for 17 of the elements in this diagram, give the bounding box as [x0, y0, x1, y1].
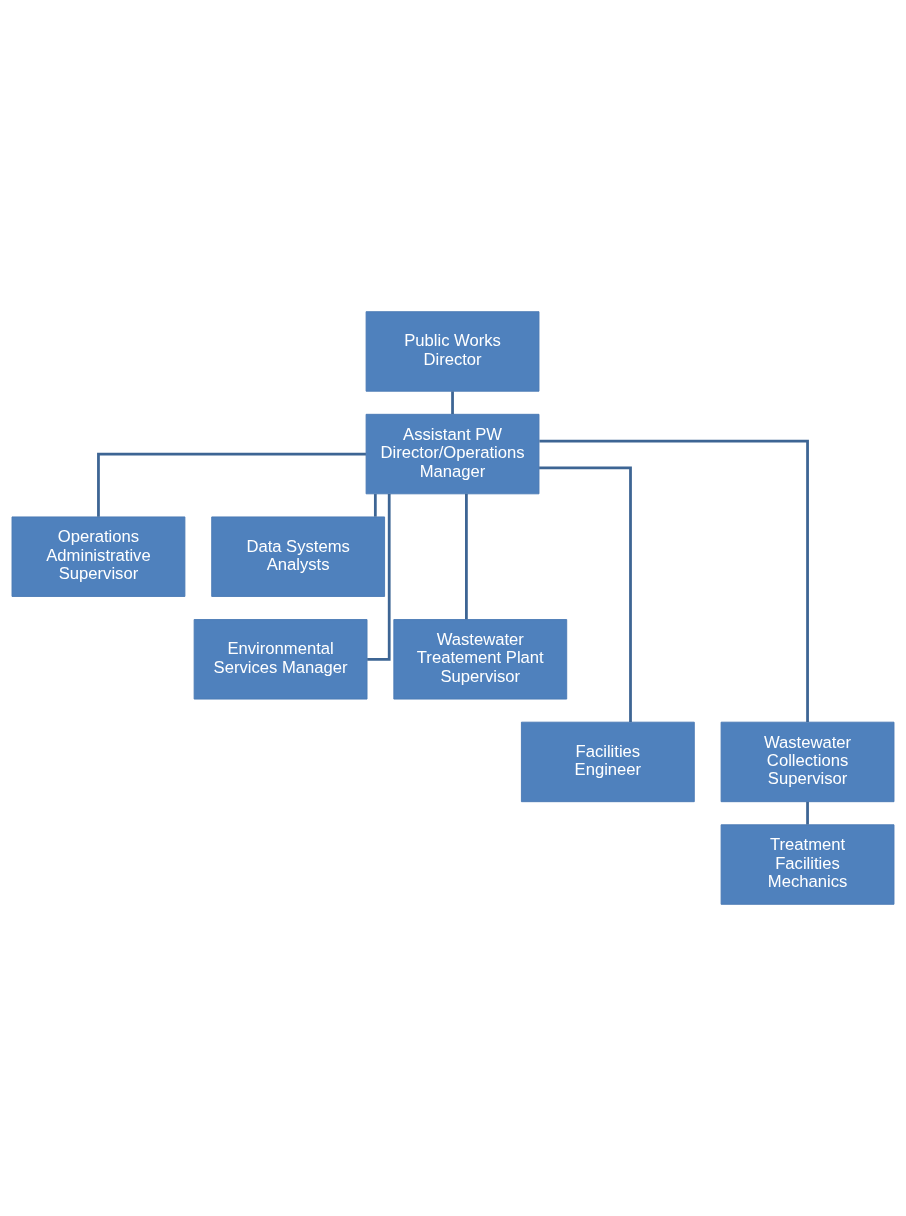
- node-box: Facilities Engineer: [520, 721, 695, 803]
- node-box: Public Works Director: [365, 311, 540, 392]
- connector: [373, 494, 377, 517]
- connector: [539, 439, 809, 722]
- connector: [367, 493, 391, 661]
- connector: [451, 391, 454, 415]
- connector: [539, 466, 632, 722]
- connector: [97, 452, 366, 517]
- node-box: Wastewater Treatement Plant Supervisor: [393, 619, 568, 700]
- node-box: Environmental Services Manager: [193, 619, 368, 700]
- node-box: Wastewater Collections Supervisor: [720, 721, 895, 803]
- node-box: Assistant PW Director/Operations Manager: [365, 413, 540, 495]
- connector: [806, 801, 809, 825]
- connector: [465, 493, 468, 620]
- node-box: Treatment Facilities Mechanics: [720, 824, 895, 905]
- node-box: Data Systems Analysts: [211, 516, 386, 597]
- node-box: Operations Administrative Supervisor: [11, 516, 186, 597]
